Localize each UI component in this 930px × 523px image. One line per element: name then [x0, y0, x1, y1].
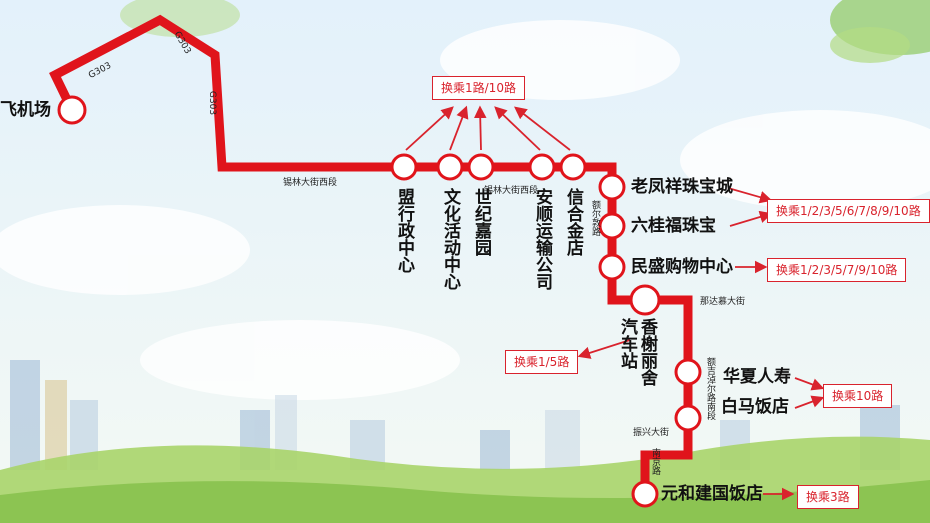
station-dot-century-garden[interactable]	[467, 153, 495, 181]
station-dot-culture-center[interactable]	[436, 153, 464, 181]
station-label-minsheng: 民盛购物中心	[631, 257, 733, 277]
station-label-xiangxie: 香榭丽舍	[637, 318, 657, 386]
road-label-xilin-west-1: 锡林大街西段	[283, 178, 338, 188]
transfer-box-laofengxiang: 换乘1/2/3/5/6/7/8/9/10路	[767, 199, 930, 223]
road-label-zhenxing: 振兴大街	[633, 428, 670, 438]
road-label-xilin-west-2: 锡林大街西段	[484, 186, 539, 196]
station-dot-minsheng[interactable]	[598, 253, 626, 281]
clouds	[0, 20, 930, 400]
station-dot-airport[interactable]	[57, 95, 87, 125]
station-label-anshun: 安顺运输公司	[532, 188, 552, 290]
station-dot-anshun[interactable]	[528, 153, 556, 181]
station-label-league-admin: 盟行政中心	[394, 188, 414, 273]
road-label-nanjing: 南京路	[650, 448, 660, 475]
station-dot-liuguifu[interactable]	[598, 212, 626, 240]
transfer-box-1-10: 换乘1路/10路	[432, 76, 525, 100]
station-dot-xinhe[interactable]	[559, 153, 587, 181]
transfer-box-minsheng: 换乘1/2/3/5/7/9/10路	[767, 258, 907, 282]
stations	[57, 95, 702, 508]
transfer-box-1-5: 换乘1/5路	[505, 350, 579, 374]
transfer-box-10: 换乘10路	[823, 384, 893, 408]
tree-leaves-top-right	[120, 0, 930, 63]
road-label-eerduo: 额尔敦路	[590, 200, 600, 236]
station-label-laofengxiang: 老凤祥珠宝城	[631, 177, 733, 197]
transfer-arrows	[405, 105, 825, 501]
station-label-airport: 飞机场	[0, 100, 51, 120]
station-dot-laofengxiang[interactable]	[598, 173, 626, 201]
road-label-g303-c: G303	[207, 90, 218, 116]
station-label-liuguifu: 六桂福珠宝	[631, 216, 716, 236]
station-label-xinhe: 信合金店	[563, 188, 583, 256]
road-label-ejinor: 额吉淖尔路南段	[705, 357, 715, 420]
station-label-huaxia: 华夏人寿	[723, 367, 791, 387]
road-label-nadamu: 那达慕大街	[700, 297, 746, 307]
station-dot-huaxia[interactable]	[674, 358, 702, 386]
station-label-baima: 白马饭店	[721, 397, 789, 417]
station-label-yuanhe: 元和建国饭店	[661, 484, 763, 504]
station-dot-league-admin[interactable]	[390, 153, 418, 181]
transfer-box-3: 换乘3路	[797, 485, 859, 509]
station-label-culture-center: 文化活动中心	[440, 188, 460, 290]
station-label-bus-station: 汽车站	[617, 318, 637, 369]
station-dot-xiangxie[interactable]	[629, 284, 661, 316]
station-dot-baima[interactable]	[674, 404, 702, 432]
station-dot-yuanhe[interactable]	[631, 480, 659, 508]
station-label-century-garden: 世纪嘉园	[471, 188, 491, 256]
